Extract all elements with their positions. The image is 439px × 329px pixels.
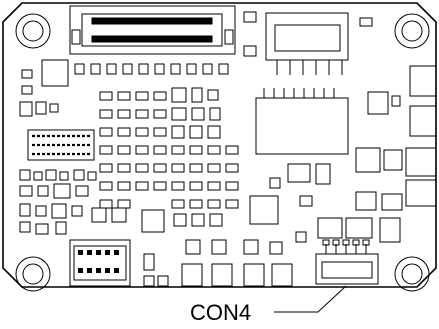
- fpc-connector-top: [69, 5, 236, 55]
- ic-large-right: [255, 88, 349, 155]
- pad-row-top: [74, 63, 229, 75]
- ic-small-right: [249, 195, 279, 225]
- mounting-hole-top-left: [15, 13, 51, 49]
- mounting-hole-top-right: [394, 13, 430, 49]
- header-connector-top-right: [265, 12, 349, 75]
- ic-small-centre: [141, 209, 165, 233]
- mounting-hole-bottom-right: [394, 256, 430, 292]
- pin-header-bottom-left: [69, 239, 131, 287]
- board-outline: [2, 2, 437, 288]
- passive-components-left: [19, 169, 97, 235]
- con4-label: CON4: [190, 300, 251, 325]
- con4-leader-line: [274, 285, 347, 313]
- resistor-array-left: [27, 129, 95, 161]
- passive-components-centre: [99, 87, 239, 209]
- con4-connector: [315, 239, 379, 285]
- mounting-hole-bottom-left: [15, 256, 51, 292]
- ic-left-top: [41, 59, 69, 87]
- bottom-pads: [181, 263, 293, 287]
